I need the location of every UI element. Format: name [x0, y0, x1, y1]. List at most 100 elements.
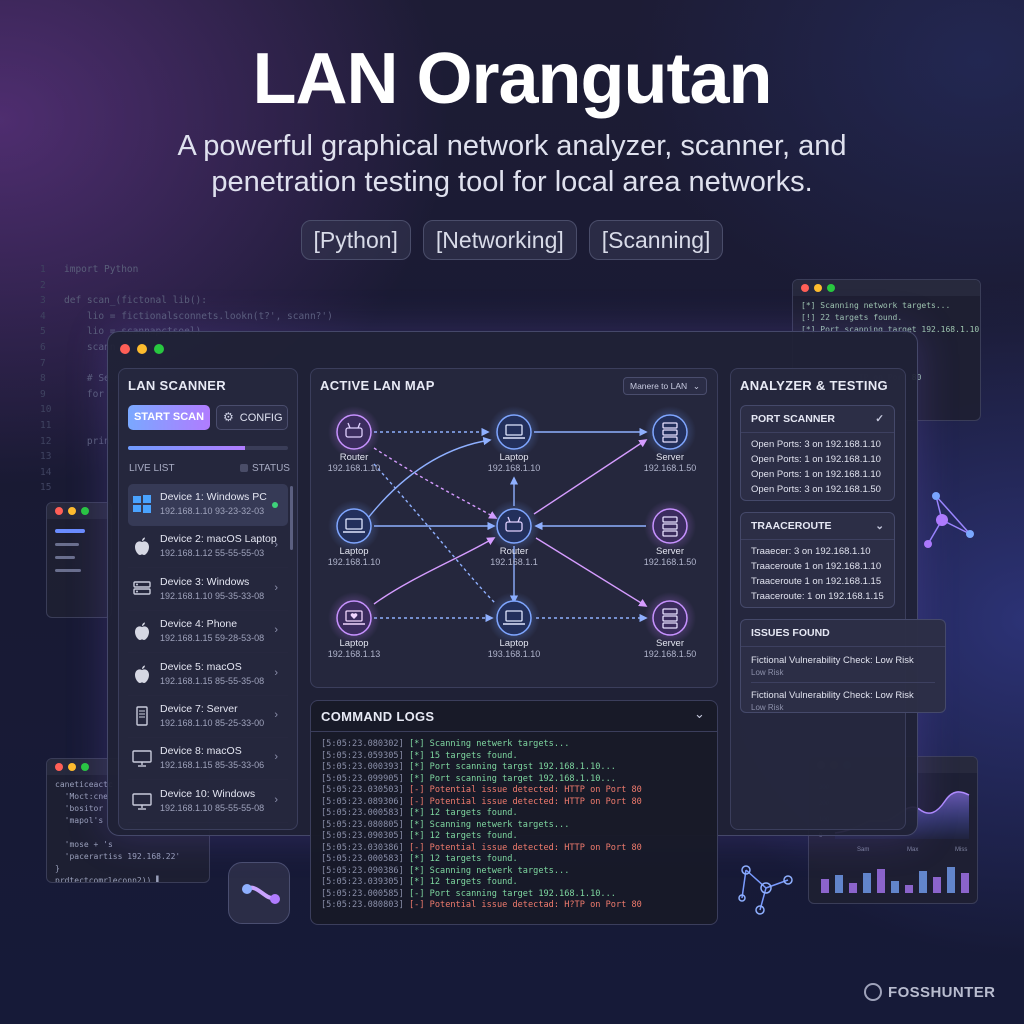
code-text: prin: [64, 435, 110, 447]
traceroute-card[interactable]: TRAACEROUTE⌄ Traaecer: 3 on 192.168.1.10…: [740, 512, 895, 608]
line-number: 11: [40, 419, 52, 431]
map-node-server[interactable]: [644, 406, 696, 458]
device-address: 192.168.1.10 85-25-33-00: [160, 718, 265, 728]
map-node-laptop[interactable]: [488, 592, 540, 644]
issues-found-card[interactable]: ISSUES FOUND Fictional Vulnerability Che…: [740, 619, 946, 713]
brand-name: FOSSHUNTER: [888, 984, 996, 1001]
chevron-down-icon[interactable]: ⌄: [694, 706, 705, 721]
mini-bar: [863, 873, 871, 893]
log-timestamp: [5:05:23.000393]: [321, 762, 404, 772]
map-node-ip: 193.168.1.10: [487, 649, 541, 659]
map-node-server[interactable]: [644, 592, 696, 644]
port-scanner-row: Open Ports: 1 on 192.168.1.10: [751, 469, 881, 480]
router-icon: [505, 516, 523, 532]
lan-scanner-panel: [118, 368, 298, 830]
brand-watermark: FOSSHUNTER: [864, 983, 995, 1001]
chevron-right-icon: ›: [274, 751, 278, 764]
mini-bar: [877, 869, 885, 893]
code-text: scann: [64, 341, 116, 353]
maximize-window-button[interactable]: [154, 344, 164, 354]
device-list-scrollbar[interactable]: [290, 486, 293, 550]
issue-item[interactable]: Fictional Vulnerability Check: Low Risk: [751, 690, 914, 701]
port-scanner-title: PORT SCANNER: [751, 413, 836, 425]
config-button[interactable]: ⚙CONFIG: [216, 405, 288, 430]
device-address: 192.168.1.15 85-55-35-08: [160, 675, 265, 686]
log-timestamp: [5:05:23.089306]: [321, 796, 404, 807]
map-node-laptop[interactable]: [328, 500, 380, 552]
command-log-output: [5:05:23.080302] [*] Scanning netwerk ta…: [321, 739, 642, 912]
map-scope-value: Manere to LAN: [630, 381, 688, 391]
device-name: Device 2: macOS Laptop: [160, 533, 277, 546]
line-number: 14: [40, 466, 52, 478]
port-scanner-header[interactable]: PORT SCANNER✓: [741, 406, 894, 433]
tag-networking: [Networking]: [422, 220, 577, 260]
port-scanner-card[interactable]: PORT SCANNER✓ Open Ports: 3 on 192.168.1…: [740, 405, 895, 501]
log-line: [5:05:23.090386] [*] Scanning netwerk ta…: [321, 866, 642, 878]
map-node-laptop[interactable]: [328, 592, 380, 644]
mini-bars: [821, 867, 969, 893]
map-node-router[interactable]: [328, 406, 380, 458]
chevron-right-icon: ›: [274, 581, 278, 594]
map-node-server[interactable]: [644, 500, 696, 552]
traceroute-header[interactable]: TRAACEROUTE⌄: [741, 513, 894, 540]
line-number: 9: [40, 388, 46, 400]
command-logs-panel: [310, 700, 718, 925]
lan-map-title: ACTIVE LAN MAP: [320, 378, 435, 393]
device-list-item[interactable]: Device 5: macOS 192.168.1.15 85-55-35-08 ›: [128, 654, 288, 696]
map-node-laptop[interactable]: [488, 406, 540, 458]
code-line: 4 lio = fictionalsconnets.lookn(t?', sca…: [40, 309, 333, 325]
map-node-router[interactable]: [488, 500, 540, 552]
device-address: 192.168.1.15 85-35-33-06: [160, 760, 265, 771]
log-timestamp: [5:05:23.059305]: [321, 750, 404, 761]
mini-bar: [835, 875, 843, 893]
issues-found-title: ISSUES FOUND: [741, 620, 945, 647]
server-icon: [132, 579, 152, 599]
log-message: [*] 12 targets found.: [408, 808, 518, 818]
device-name: Device 10: Windows: [160, 787, 256, 800]
port-scanner-row: Open Ports: 3 on 192.168.1.10: [751, 439, 881, 450]
chevron-right-icon: ›: [274, 666, 278, 679]
status-toggle-icon[interactable]: [240, 464, 248, 472]
terminal-line: 'mose + 's: [55, 840, 113, 849]
device-address: 192.168.1.10 95-35-33-08: [160, 590, 265, 601]
log-timestamp: [5:05:23.030503]: [321, 785, 404, 795]
code-line: 2: [40, 278, 333, 294]
line-number: 7: [40, 357, 46, 369]
close-window-button[interactable]: [120, 344, 130, 354]
line-number: 3: [40, 295, 46, 307]
log-message: [-] Potential issue detected: HTTP on Po…: [408, 842, 642, 853]
code-line: 9 for: [40, 387, 333, 403]
map-node-label: Server: [656, 546, 684, 557]
chevron-down-icon: ⌄: [692, 381, 700, 391]
log-message: [*] 12 targets found.: [408, 877, 518, 887]
issue-risk: Low Risk: [751, 668, 784, 677]
log-timestamp: [5:05:23.000583]: [321, 854, 404, 864]
map-node-ip: 192.168.1.10: [487, 463, 541, 473]
map-node-ip: 192.168.1.50: [643, 463, 697, 473]
globe-icon: [864, 983, 882, 1001]
app-icon-tile: [228, 862, 290, 924]
log-line: [5:05:23.080803] [-] Potential issue det…: [321, 900, 642, 912]
map-scope-select[interactable]: Manere to LAN ⌄: [623, 377, 707, 395]
issue-risk: Low Risk: [751, 703, 784, 712]
log-timestamp: [5:05:23.080805]: [321, 819, 404, 830]
issue-item[interactable]: Fictional Vulnerability Check: Low Risk: [751, 655, 914, 666]
minimize-window-button[interactable]: [137, 344, 147, 354]
server-icon: [662, 608, 678, 629]
map-node-label: Server: [656, 638, 684, 649]
device-name: Device 5: macOS: [160, 660, 242, 673]
network-graph-icon: [924, 492, 974, 548]
map-node-label: Laptop: [499, 638, 529, 649]
start-scan-button[interactable]: START SCAN: [128, 405, 210, 430]
analyzer-title: ANALYZER & TESTING: [740, 378, 888, 393]
mini-bar: [947, 867, 955, 893]
